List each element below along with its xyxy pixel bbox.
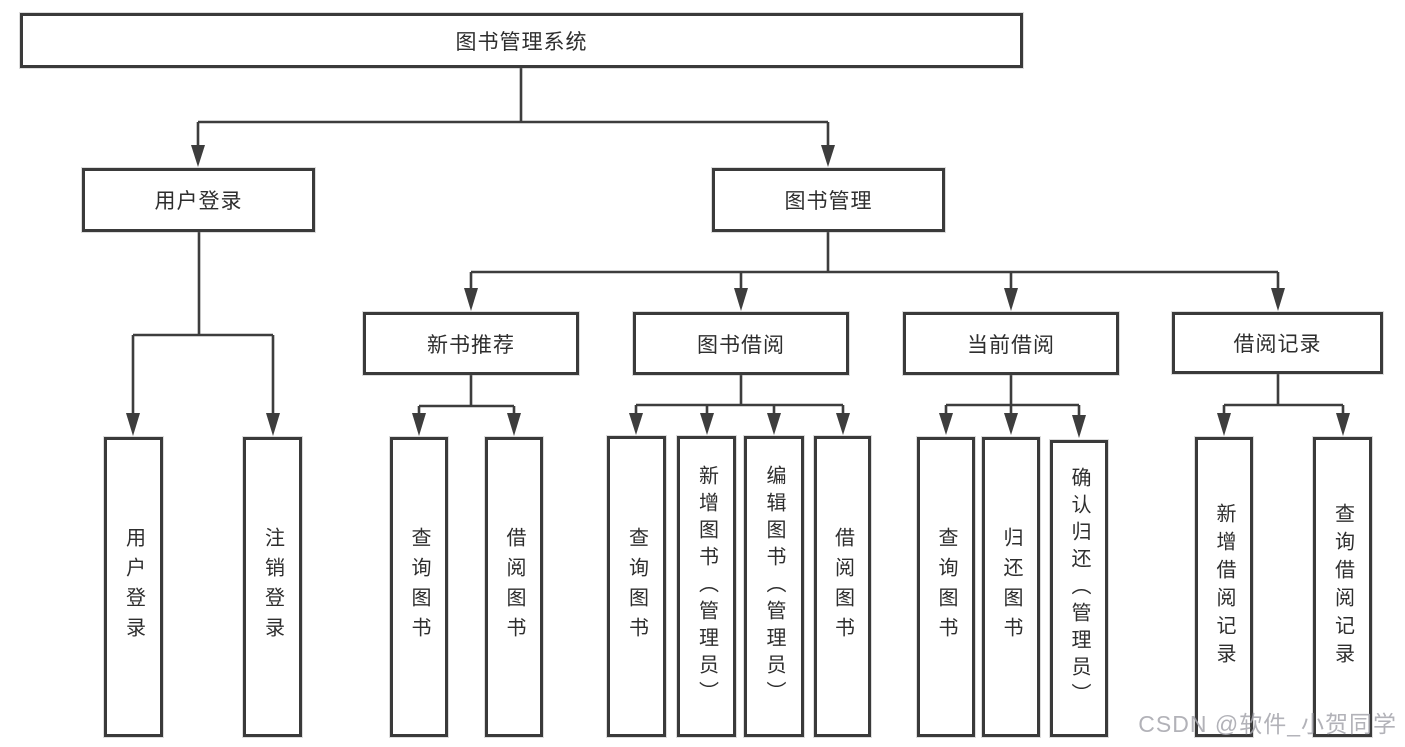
leaf-add-borrow-record: 新增借阅记录 [1195, 437, 1253, 737]
leaf-query-books-1: 查询图书 [390, 437, 448, 737]
leaf-query-books-3-label: 查询图书 [935, 527, 957, 647]
node-root-label: 图书管理系统 [455, 30, 588, 54]
leaf-add-books-admin: 新增图书（管理员） [677, 436, 736, 737]
node-user-login: 用户登录 [82, 168, 315, 232]
connector-current-borrow-to-leaves [944, 375, 1081, 415]
node-book-management-label: 图书管理 [784, 190, 873, 213]
node-user-login-label: 用户登录 [154, 190, 243, 213]
node-book-management: 图书管理 [712, 168, 945, 232]
leaf-add-borrow-record-label: 新增借阅记录 [1213, 503, 1235, 671]
leaf-add-books-admin-label: 新增图书（管理员） [695, 465, 718, 708]
leaf-logout: 注销登录 [243, 437, 302, 737]
leaf-user-login-label: 用户登录 [122, 527, 145, 647]
arrowheads [126, 145, 1350, 438]
leaf-edit-books-admin-label: 编辑图书（管理员） [763, 465, 785, 708]
leaf-query-books-2-label: 查询图书 [625, 526, 648, 647]
connector-book-management-to-level3 [469, 232, 1280, 290]
node-new-book-recommend-label: 新书推荐 [427, 333, 515, 357]
leaf-return-books: 归还图书 [982, 437, 1040, 737]
leaf-user-login: 用户登录 [104, 437, 163, 737]
leaf-confirm-return-admin: 确认归还（管理员） [1050, 440, 1108, 737]
node-root-library-system: 图书管理系统 [20, 13, 1023, 68]
connector-root-to-level2 [196, 68, 830, 147]
leaf-query-books-1-label: 查询图书 [408, 527, 430, 647]
node-book-borrow: 图书借阅 [633, 312, 849, 375]
leaf-logout-label: 注销登录 [261, 527, 284, 647]
leaf-query-books-2: 查询图书 [607, 436, 666, 737]
leaf-borrow-books-1-label: 借阅图书 [503, 527, 525, 647]
leaf-query-borrow-record-label: 查询借阅记录 [1331, 503, 1354, 671]
leaf-borrow-books-1: 借阅图书 [485, 437, 543, 737]
csdn-watermark: CSDN @软件_小贺同学 [1138, 711, 1397, 737]
node-current-borrow-label: 当前借阅 [967, 333, 1055, 357]
node-borrow-records-label: 借阅记录 [1233, 333, 1322, 356]
leaf-query-books-3: 查询图书 [917, 437, 975, 737]
node-book-borrow-label: 图书借阅 [697, 333, 785, 357]
connector-user-login-to-leaves [131, 232, 275, 416]
leaf-borrow-books-2: 借阅图书 [814, 436, 871, 737]
connector-new-book-to-leaves [417, 375, 516, 416]
connector-borrow-record-to-leaves [1222, 374, 1345, 415]
node-borrow-records: 借阅记录 [1172, 312, 1383, 374]
leaf-borrow-books-2-label: 借阅图书 [831, 526, 854, 647]
connector-book-borrow-to-leaves [634, 375, 845, 415]
leaf-return-books-label: 归还图书 [1000, 527, 1022, 647]
leaf-edit-books-admin: 编辑图书（管理员） [744, 436, 804, 737]
node-new-book-recommend: 新书推荐 [363, 312, 579, 375]
leaf-confirm-return-admin-label: 确认归还（管理员） [1068, 467, 1090, 710]
leaf-query-borrow-record: 查询借阅记录 [1313, 437, 1372, 737]
node-current-borrow: 当前借阅 [903, 312, 1119, 375]
